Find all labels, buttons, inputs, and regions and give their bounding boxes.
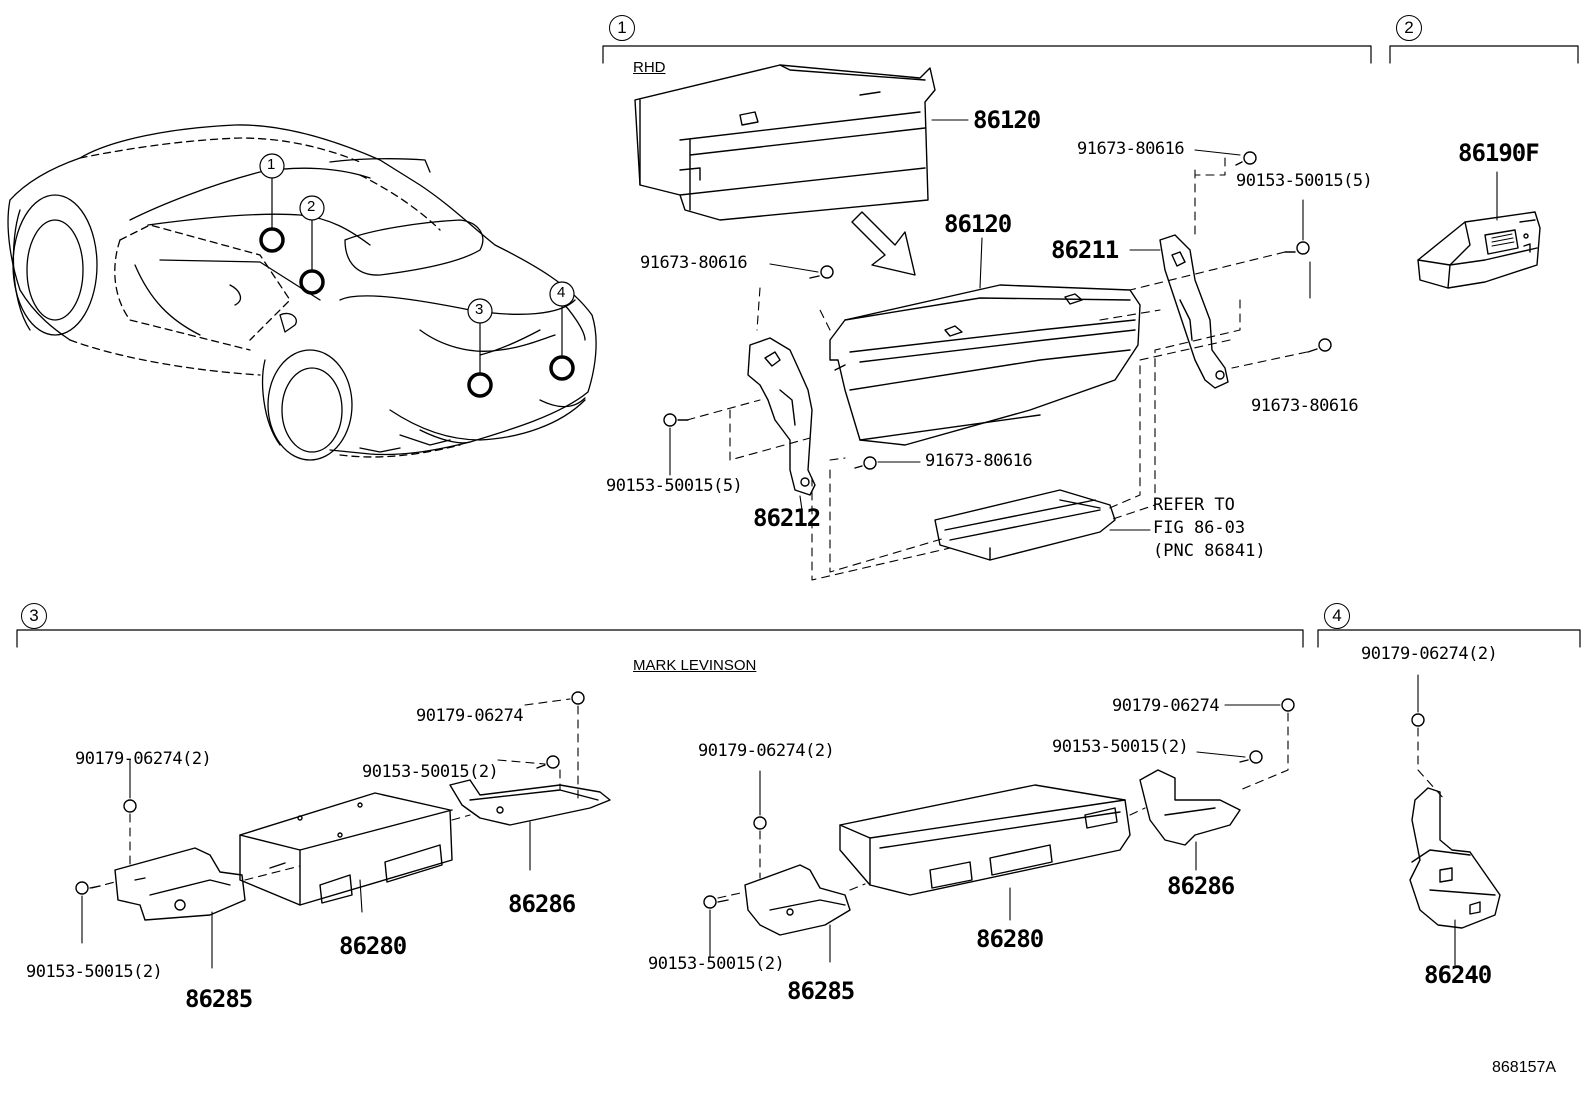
refer-note-line3: (PNC 86841) (1153, 541, 1266, 561)
part-label-86120-top: 86120 (973, 106, 1041, 134)
part-label-left-bolt-mid: 90153-50015(2) (362, 762, 499, 782)
part-label-right-bolt-mid: 90153-50015(2) (1052, 737, 1189, 757)
part-label-left-86285: 86285 (185, 985, 253, 1013)
part-label-86120-main: 86120 (944, 210, 1012, 238)
part-label-right-bolt-left: 90153-50015(2) (648, 954, 785, 974)
part-label-screw-top-right: 91673-80616 (1077, 139, 1185, 159)
part-label-right-86285: 86285 (787, 977, 855, 1005)
part-label-right-86280: 86280 (976, 925, 1044, 953)
refer-note-line1: REFER TO (1153, 495, 1235, 515)
part-label-right-nut-left: 90179-06274(2) (698, 741, 835, 761)
section1-drawings (634, 64, 1332, 561)
part-label-left-86286: 86286 (508, 890, 576, 918)
car-callout-3: 3 (475, 301, 484, 318)
part-label-86212: 86212 (753, 504, 821, 532)
figure-code: 868157A (1492, 1059, 1557, 1076)
section3-right-leaders (709, 704, 1281, 963)
section3-right-drawings (703, 698, 1295, 936)
part-label-left-nut-top: 90179-06274 (416, 706, 524, 726)
part-label-86240: 86240 (1424, 961, 1492, 989)
car-callout-markers (259, 227, 575, 398)
part-label-86211: 86211 (1051, 236, 1119, 264)
section2-drawing (1417, 211, 1541, 289)
section-marker-1: 1 (609, 15, 635, 41)
part-label-right-nut-top: 90179-06274 (1112, 696, 1220, 716)
part-label-section4-nut: 90179-06274(2) (1361, 644, 1498, 664)
part-label-left-86280: 86280 (339, 932, 407, 960)
part-label-left-bolt-left: 90153-50015(2) (26, 962, 163, 982)
screws-section1 (663, 151, 1332, 470)
section1-variant-label: RHD (633, 59, 666, 76)
part-label-bolt-right: 90153-50015(5) (1236, 171, 1373, 191)
part-label-right-86286: 86286 (1167, 872, 1235, 900)
refer-note-line2: FIG 86-03 (1153, 518, 1246, 538)
car-illustration (7, 124, 597, 461)
section-marker-3: 3 (21, 603, 47, 629)
section4-lines (1417, 674, 1456, 966)
section3-left-leaders (81, 759, 531, 969)
section-marker-4: 4 (1324, 603, 1350, 629)
section-brackets (16, 45, 1581, 648)
section-marker-2: 2 (1396, 15, 1422, 41)
part-label-screw-center: 91673-80616 (925, 451, 1033, 471)
section1-dashed (686, 157, 1308, 581)
car-callout-2: 2 (307, 198, 316, 215)
part-label-86190f: 86190F (1458, 139, 1540, 167)
part-label-screw-left: 91673-80616 (640, 253, 748, 273)
car-callout-1: 1 (267, 156, 276, 173)
section4-drawings (1409, 713, 1501, 929)
section3-left-drawings (75, 691, 611, 921)
section4-dashed (1417, 727, 1446, 801)
part-label-bolt-left: 90153-50015(5) (606, 476, 743, 496)
part-label-left-nut-left: 90179-06274(2) (75, 749, 212, 769)
part-label-screw-right-lower: 91673-80616 (1251, 396, 1359, 416)
car-callout-leaders (259, 153, 575, 375)
section1-leaders (669, 119, 1311, 531)
car-callout-4: 4 (557, 284, 566, 301)
section3-variant-label: MARK LEVINSON (633, 657, 757, 674)
section3-right-dashed (717, 712, 1289, 899)
section3-left-dashed (91, 698, 579, 889)
